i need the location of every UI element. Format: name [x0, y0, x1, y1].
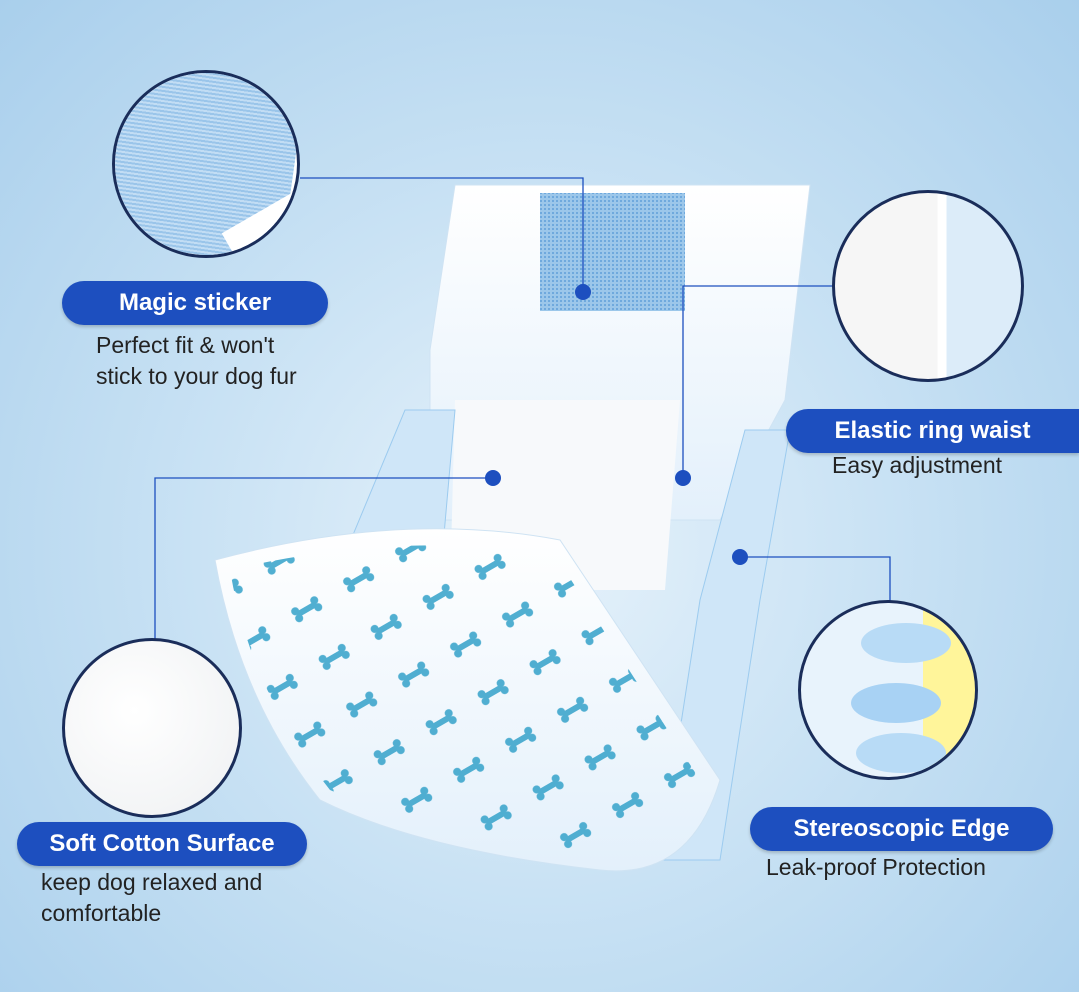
elastic-waist-description: Easy adjustment [832, 450, 1002, 481]
soft-cotton-badge: Soft Cotton Surface [17, 822, 307, 866]
stereoscopic-edge-description: Leak-proof Protection [766, 852, 986, 883]
magic-sticker-badge: Magic sticker [62, 281, 328, 325]
elastic-waist-closeup [832, 190, 1024, 382]
description-line: comfortable [41, 900, 162, 926]
description-line: Leak-proof Protection [766, 854, 986, 880]
description-line: keep dog relaxed and [41, 869, 263, 895]
magic-sticker-closeup [112, 70, 300, 258]
stereoscopic-edge-closeup [798, 600, 978, 780]
description-line: Perfect fit & won't [96, 332, 275, 358]
soft-cotton-closeup [62, 638, 242, 818]
description-line: Easy adjustment [832, 452, 1003, 478]
description-line: stick to your dog fur [96, 363, 297, 389]
elastic-waist-badge: Elastic ring waist [786, 409, 1079, 453]
stereoscopic-edge-badge: Stereoscopic Edge [750, 807, 1053, 851]
soft-cotton-description: keep dog relaxed and comfortable [41, 867, 262, 929]
magic-sticker-description: Perfect fit & won't stick to your dog fu… [96, 330, 297, 392]
